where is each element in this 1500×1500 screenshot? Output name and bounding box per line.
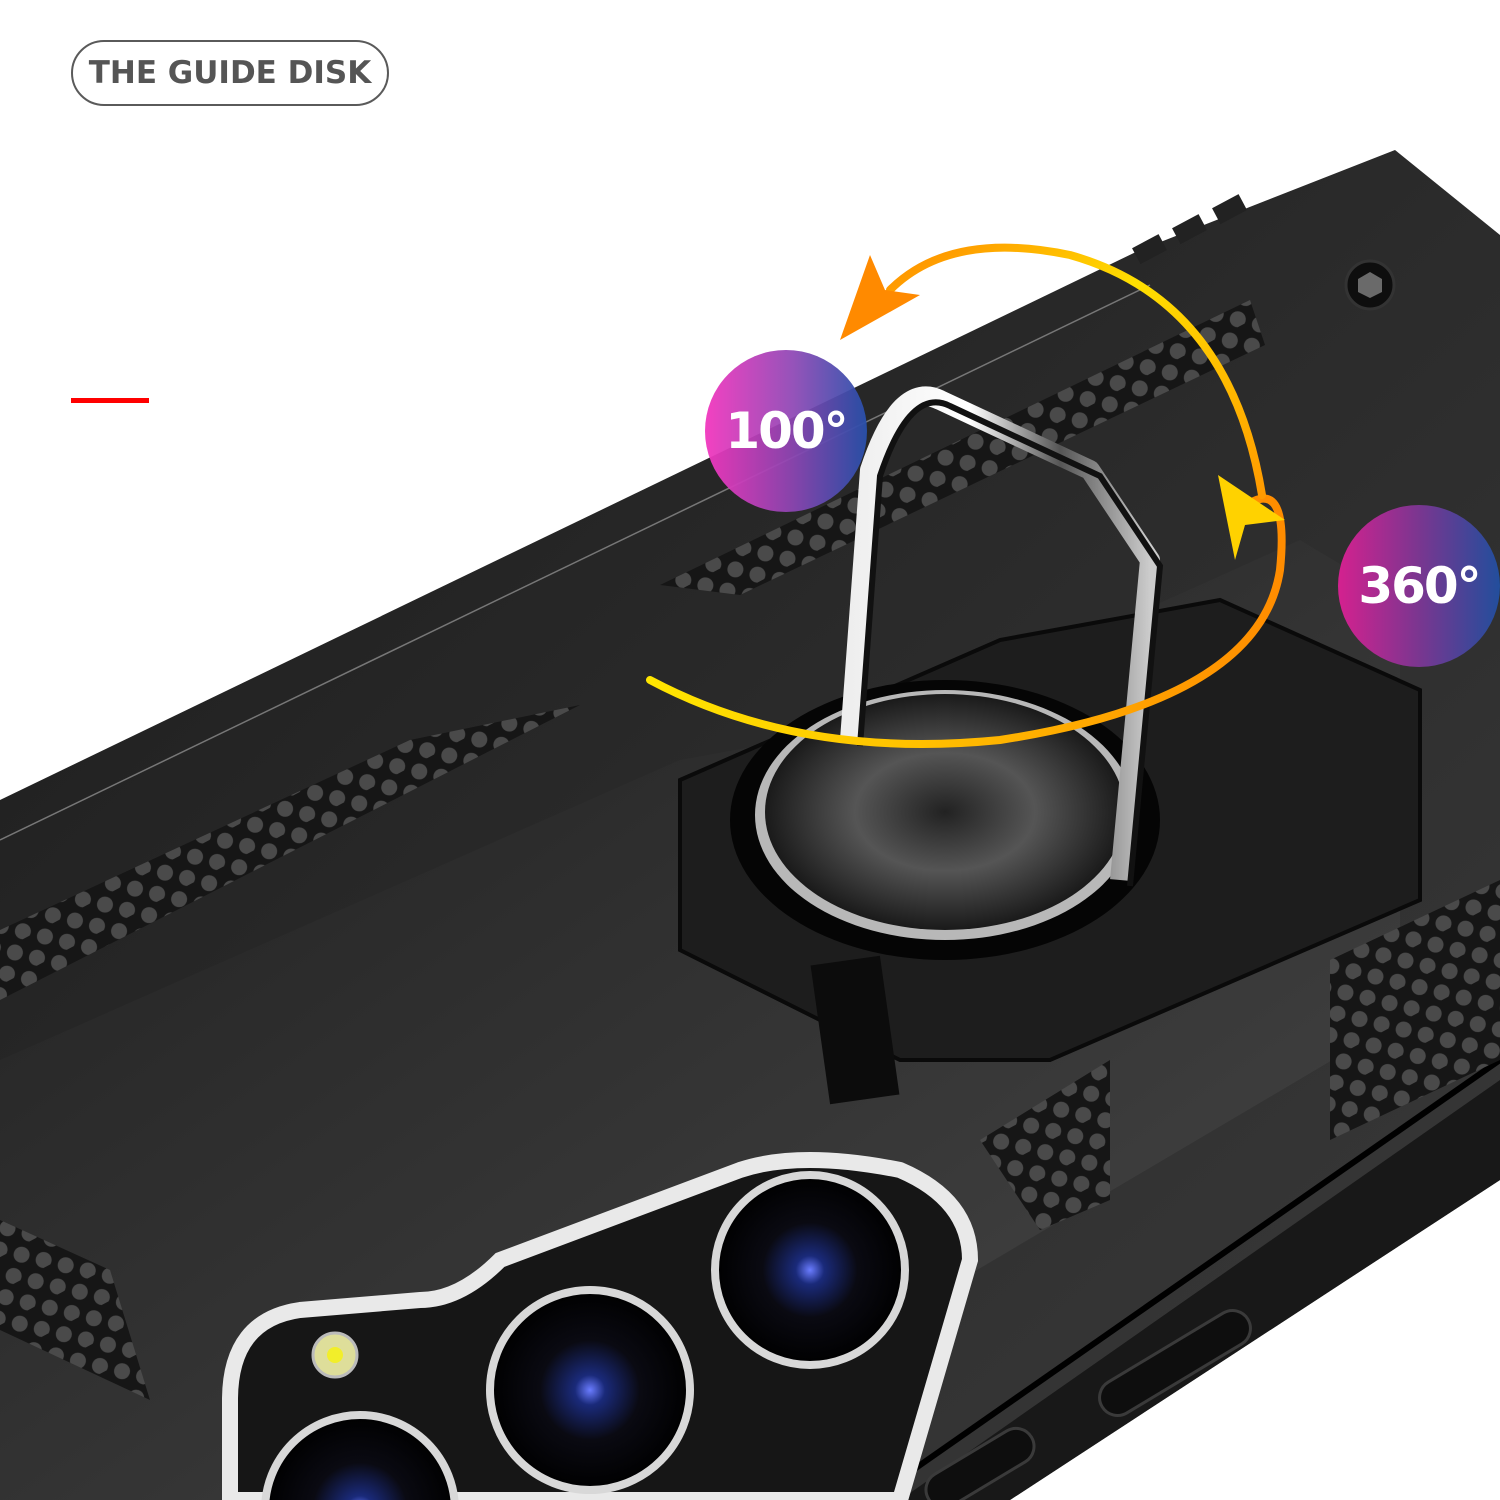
headline-line-3: ROTATING RING xyxy=(76,280,575,350)
camera-lens xyxy=(261,1411,459,1500)
side-buttons xyxy=(924,1308,1252,1500)
grip-strip xyxy=(660,300,1265,595)
screw-icon xyxy=(1344,259,1396,311)
top-ridges xyxy=(1132,194,1247,265)
headline-line-1: AN ADJUSTABLE INTEGRATED xyxy=(76,140,1013,210)
camera-module xyxy=(222,1152,979,1500)
rotation-arrow-100 xyxy=(840,243,1266,499)
grip-strip xyxy=(980,1060,1110,1230)
headline: AN ADJUSTABLE INTEGRATED 100 & 360 DEGRE… xyxy=(76,140,976,350)
headline-line-2: 100 & 360 DEGREE GEAR xyxy=(76,210,868,280)
camera-lens xyxy=(486,1286,694,1494)
guide-disk-label: THE GUIDE DISK xyxy=(71,40,389,106)
grip-strip xyxy=(1330,880,1500,1140)
accent-divider xyxy=(71,398,149,403)
grip-strip xyxy=(0,1220,150,1400)
badge-360-degree: 360° xyxy=(1338,505,1500,667)
grip-strip xyxy=(0,705,580,1000)
camera-lens xyxy=(711,1171,909,1369)
rotation-arrow-360 xyxy=(646,475,1286,748)
badge-100-degree: 100° xyxy=(705,350,867,512)
ring-holder xyxy=(678,386,1422,1105)
